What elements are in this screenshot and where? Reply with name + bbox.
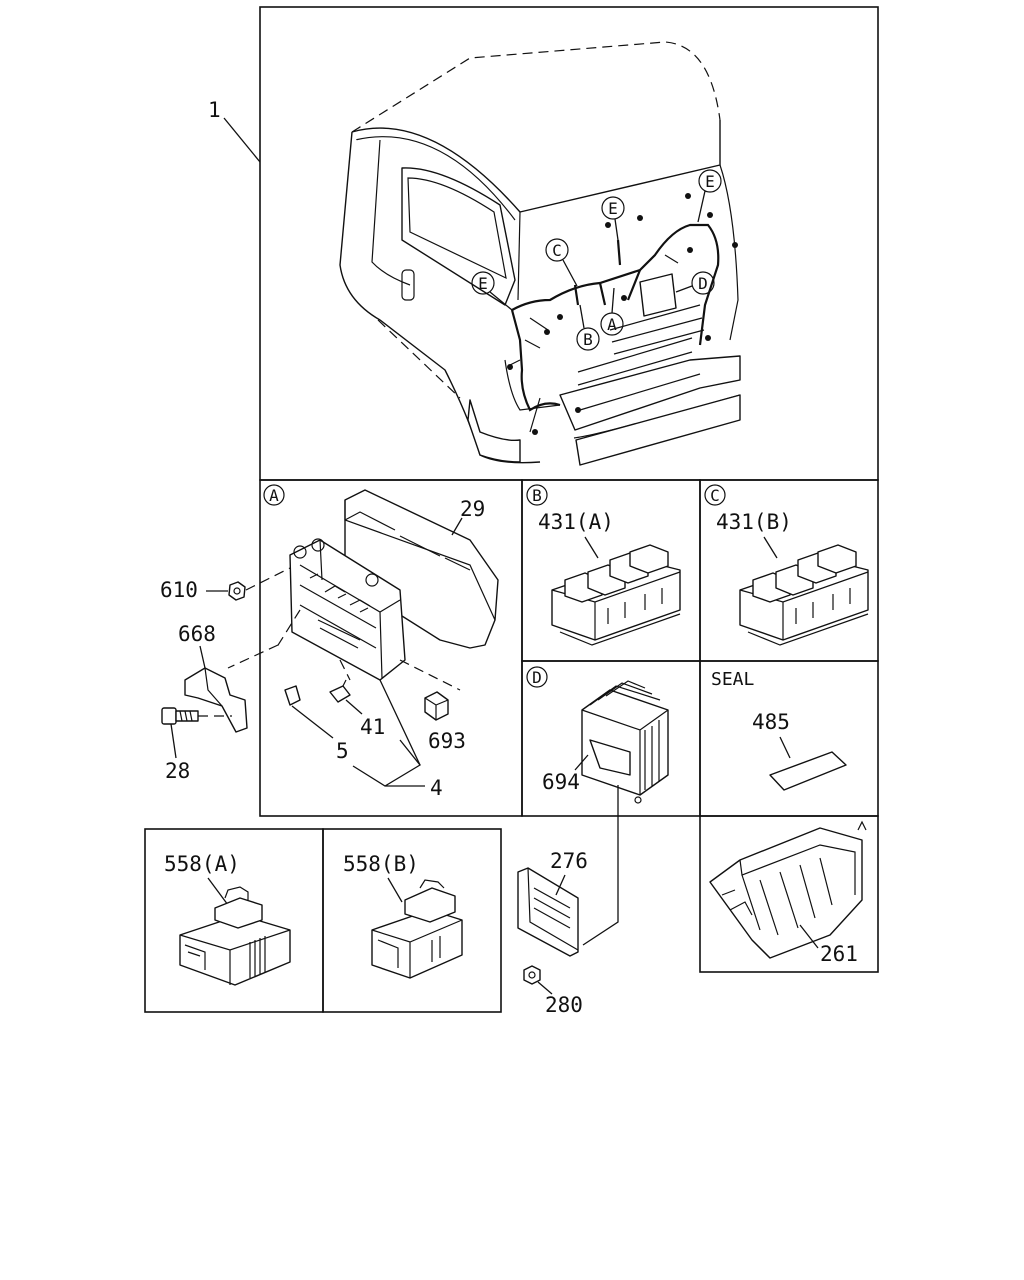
panel-261-frame bbox=[699, 815, 879, 973]
label-part-5: 5 bbox=[336, 739, 349, 763]
nut-280: 280 bbox=[523, 965, 583, 1017]
connector-line-694-276 bbox=[582, 785, 619, 946]
callout-text: E bbox=[478, 274, 488, 293]
connector-558b bbox=[371, 879, 463, 979]
label-part-276: 276 bbox=[550, 849, 588, 873]
panel-a-callout: A bbox=[263, 484, 285, 506]
cover-276-group: 276 280 bbox=[517, 849, 588, 1017]
label-seal: SEAL bbox=[711, 669, 755, 690]
nut-610: 610 bbox=[160, 567, 291, 602]
label-part-1: 1 bbox=[208, 98, 221, 122]
cab-callout-e-left: E bbox=[471, 271, 513, 311]
cab-callout-e-top: E bbox=[601, 196, 625, 241]
cab-callout-d: D bbox=[675, 271, 715, 295]
panel-c: C 431(B) bbox=[704, 484, 869, 646]
callout-text: C bbox=[710, 486, 720, 505]
label-part-431a: 431(A) bbox=[538, 510, 614, 534]
callout-text: C bbox=[552, 241, 562, 260]
label-part-694: 694 bbox=[542, 770, 580, 794]
relay-693: 693 bbox=[424, 691, 466, 753]
label-part-4: 4 bbox=[430, 776, 443, 800]
panel-b-callout: B bbox=[526, 484, 548, 506]
fuse-5: 5 bbox=[284, 685, 349, 763]
panel-558b: 558(B) bbox=[343, 852, 463, 979]
panel-frames bbox=[144, 6, 879, 1013]
truck-cab bbox=[339, 41, 741, 466]
label-part-28: 28 bbox=[165, 759, 190, 783]
panel-d: D 694 bbox=[526, 666, 669, 946]
label-part-431b: 431(B) bbox=[716, 510, 792, 534]
label-part-610: 610 bbox=[160, 578, 198, 602]
cab-callouts: E C E E D B A bbox=[471, 169, 722, 351]
panel-a: A 29 610 668 bbox=[160, 484, 499, 800]
tray-261: 261 bbox=[709, 820, 867, 966]
callout-text: A bbox=[607, 315, 617, 334]
panel-d-callout: D bbox=[526, 666, 548, 688]
cab-callout-b: B bbox=[576, 304, 600, 351]
label-part-261: 261 bbox=[820, 942, 858, 966]
callout-text: E bbox=[705, 172, 715, 191]
cover-276 bbox=[517, 867, 579, 957]
label-part-41: 41 bbox=[360, 715, 385, 739]
label-part-693: 693 bbox=[428, 729, 466, 753]
callout-text: B bbox=[532, 486, 542, 505]
ecu-694: 694 bbox=[542, 680, 669, 804]
cab-callout-e-right: E bbox=[697, 169, 722, 223]
label-part-280: 280 bbox=[545, 993, 583, 1017]
callout-text: B bbox=[583, 330, 593, 349]
label-part-29: 29 bbox=[460, 497, 485, 521]
panel-c-callout: C bbox=[704, 484, 726, 506]
relay-block-431b bbox=[739, 544, 869, 646]
connector-558a bbox=[179, 886, 291, 986]
callout-text: D bbox=[698, 274, 708, 293]
panel-261: 261 bbox=[709, 820, 867, 966]
fuse-41: 41 bbox=[329, 679, 385, 739]
label-part-558b: 558(B) bbox=[343, 852, 419, 876]
leader-part-1 bbox=[223, 117, 261, 163]
label-part-668: 668 bbox=[178, 622, 216, 646]
callout-text: E bbox=[608, 199, 618, 218]
panel-b: B 431(A) bbox=[526, 484, 681, 646]
cab-callout-a: A bbox=[600, 287, 624, 336]
relay-block-431a bbox=[551, 544, 681, 646]
panel-558b-frame bbox=[322, 828, 502, 1013]
panel-558a: 558(A) bbox=[164, 852, 291, 986]
callout-text: A bbox=[269, 486, 279, 505]
label-part-558a: 558(A) bbox=[164, 852, 240, 876]
seal-485 bbox=[769, 751, 847, 791]
callout-text: D bbox=[532, 668, 542, 687]
label-part-485: 485 bbox=[752, 710, 790, 734]
leader-part-4 bbox=[352, 739, 425, 787]
bolt-28: 28 bbox=[161, 707, 232, 783]
panel-seal: SEAL 485 bbox=[711, 669, 847, 791]
cab-callout-c: C bbox=[545, 238, 578, 287]
